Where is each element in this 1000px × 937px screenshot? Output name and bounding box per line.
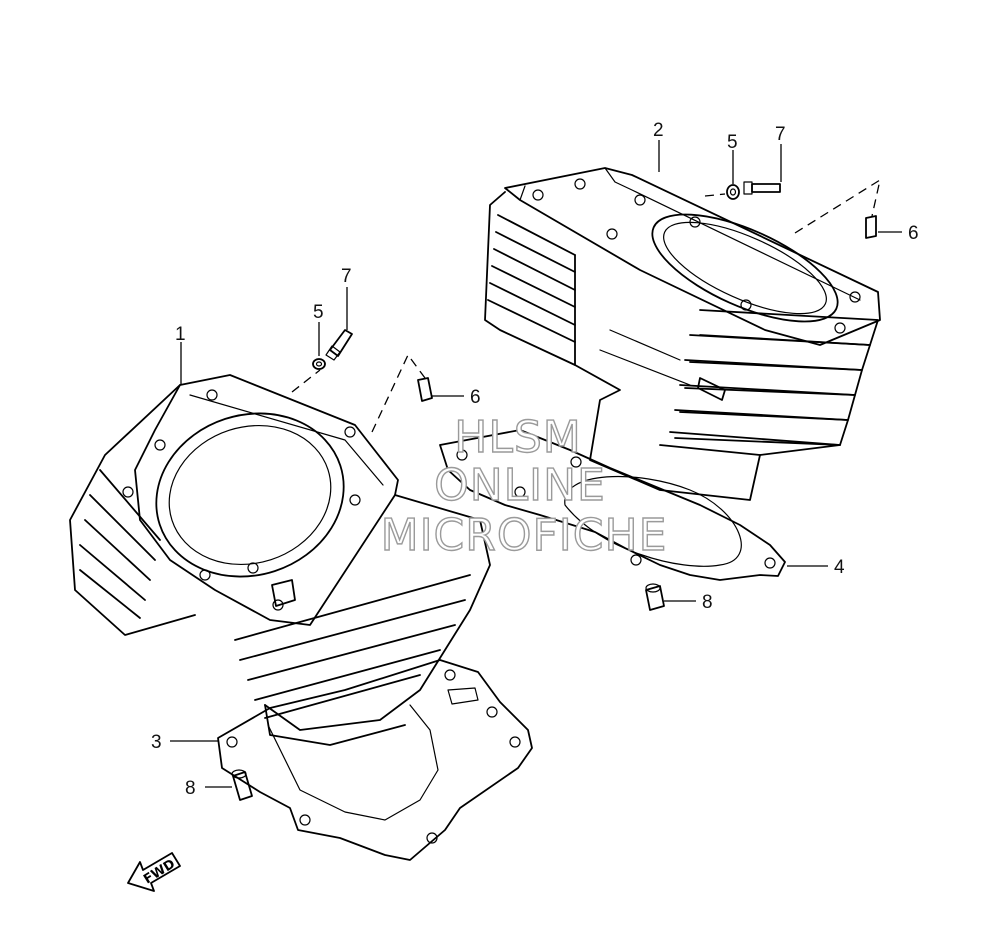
watermark-line-3: MICROFICHE bbox=[381, 510, 668, 561]
bolt-front bbox=[325, 329, 353, 361]
watermark: HLSM ONLINE MICROFICHE bbox=[380, 411, 668, 561]
fitting-rear bbox=[865, 215, 877, 239]
callout-5-front: 5 bbox=[313, 302, 324, 323]
callout-3: 3 bbox=[151, 732, 162, 753]
callout-8-front: 8 bbox=[185, 778, 196, 799]
washer-rear bbox=[726, 184, 740, 200]
bolt-rear bbox=[743, 181, 781, 195]
callout-8-rear: 8 bbox=[702, 592, 713, 613]
callout-5-rear: 5 bbox=[727, 132, 738, 153]
watermark-line-1: HLSM bbox=[454, 412, 582, 463]
callout-7-front: 7 bbox=[341, 266, 352, 287]
dowel-pin-rear bbox=[645, 583, 665, 611]
callout-6-front: 6 bbox=[470, 387, 481, 408]
forward-arrow-icon: FWD bbox=[127, 852, 181, 892]
fitting-front bbox=[417, 377, 433, 402]
callout-4: 4 bbox=[834, 557, 845, 578]
washer-front bbox=[312, 358, 326, 370]
front-base-gasket bbox=[217, 659, 533, 861]
rear-base-gasket bbox=[439, 429, 786, 581]
callout-6-rear: 6 bbox=[908, 223, 919, 244]
watermark-line-2: ONLINE bbox=[434, 460, 606, 511]
rear-cylinder bbox=[484, 167, 881, 501]
callout-labels: 1 2 3 4 5 5 6 6 7 7 8 8 bbox=[151, 120, 919, 799]
leader-lines bbox=[170, 140, 902, 788]
callout-7-rear: 7 bbox=[775, 124, 786, 145]
front-cylinder bbox=[69, 374, 491, 746]
callout-1: 1 bbox=[175, 324, 186, 345]
callout-2: 2 bbox=[653, 120, 664, 141]
dowel-pin-front bbox=[231, 769, 253, 801]
